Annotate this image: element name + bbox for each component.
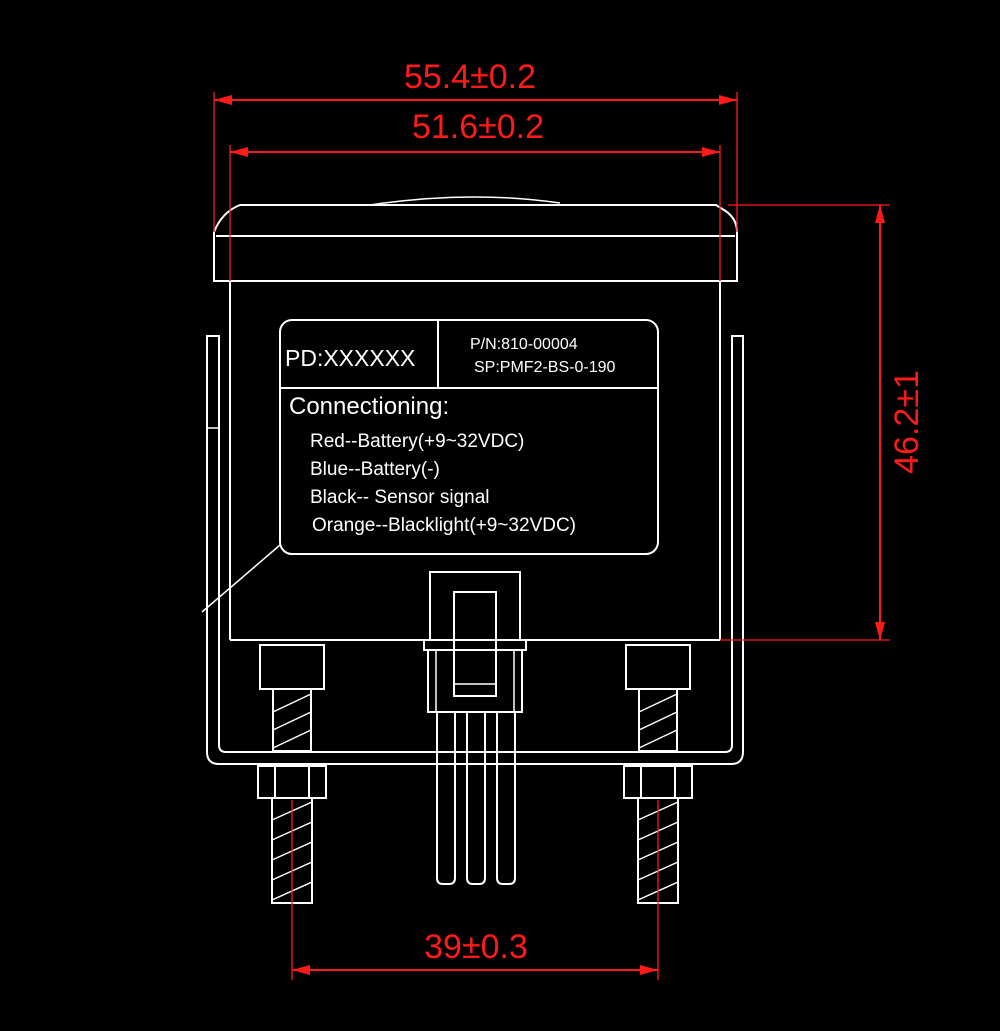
wire-red: Red--Battery(+9~32VDC) xyxy=(310,431,524,452)
center-connector xyxy=(423,571,527,713)
mounting-bracket xyxy=(206,335,744,765)
gauge-housing xyxy=(229,281,721,641)
connector-pins xyxy=(436,712,516,885)
dimension-inner-width xyxy=(229,145,721,281)
connection-heading: Connectioning: xyxy=(289,393,449,420)
label-plate xyxy=(201,319,659,613)
pd-code: PD:XXXXXX xyxy=(285,345,415,371)
wire-black: Black-- Sensor signal xyxy=(310,487,490,508)
inner-width-label: 51.6±0.2 xyxy=(412,108,544,146)
gauge-bezel xyxy=(213,196,738,282)
height-label: 46.2±1 xyxy=(888,370,926,474)
terminal-spacing-label: 39±0.3 xyxy=(424,928,528,966)
wire-orange: Orange--Blacklight(+9~32VDC) xyxy=(312,515,576,536)
wire-blue: Blue--Battery(-) xyxy=(310,459,440,480)
dimension-height xyxy=(720,204,890,641)
sp-code: SP:PMF2-BS-0-190 xyxy=(474,359,615,376)
dimension-overall-width xyxy=(213,92,738,232)
dimension-terminal-spacing xyxy=(291,800,659,980)
overall-width-label: 55.4±0.2 xyxy=(404,58,536,96)
part-number: P/N:810-00004 xyxy=(470,336,578,353)
